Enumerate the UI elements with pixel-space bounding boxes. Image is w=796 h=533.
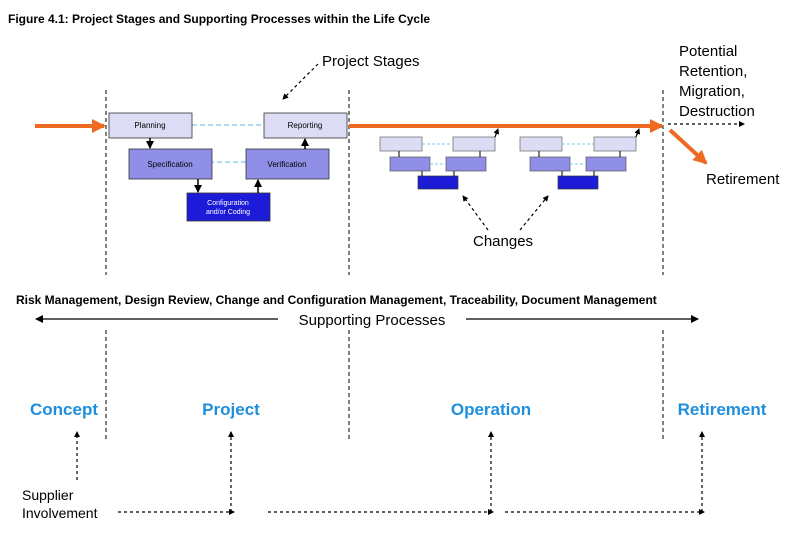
supplier-label-1: Supplier: [22, 487, 74, 503]
verification-box: [245, 148, 330, 180]
reporting-box: [263, 112, 348, 139]
changes-pointer-1: [462, 195, 489, 231]
change2-box-mr: [585, 156, 627, 172]
change1-box-tr: [452, 136, 496, 152]
config-coding-label-1: Configuration: [207, 200, 249, 207]
project-stage-boxes: Planning Reporting Specification Verific…: [108, 112, 348, 222]
supplier-involvement-arrows: [74, 431, 705, 515]
planning-label: Planning: [134, 121, 165, 130]
change1-box-bottom: [417, 175, 459, 190]
config-coding-label-2: and/or Coding: [206, 209, 250, 216]
supplier-label-2: Involvement: [22, 505, 98, 521]
retention-label-1: Potential: [679, 43, 737, 60]
project-stages-pointer: [282, 63, 319, 100]
lifecycle-arrow-retirement: [668, 128, 708, 165]
phase-operation: Operation: [451, 400, 531, 419]
phase-project: Project: [202, 400, 260, 419]
change-cycle-2: [519, 128, 641, 190]
specification-box: [128, 148, 213, 180]
change-cycle-1: [379, 128, 500, 190]
change2-box-tl: [519, 136, 563, 152]
verification-label: Verification: [267, 160, 306, 169]
change2-box-tr: [593, 136, 637, 152]
phase-concept: Concept: [30, 400, 98, 419]
retirement-path-label: Retirement: [706, 171, 780, 188]
specification-label: Specification: [147, 160, 192, 169]
retention-label-3: Migration,: [679, 83, 745, 100]
change2-box-ml: [529, 156, 571, 172]
changes-pointer-2: [519, 195, 549, 231]
change1-box-ml: [389, 156, 431, 172]
change2-box-bottom: [557, 175, 599, 190]
config-coding-box: [186, 192, 271, 222]
figure-title: Figure 4.1: Project Stages and Supportin…: [8, 12, 430, 26]
retention-label-4: Destruction: [679, 103, 755, 120]
supporting-processes-label: Supporting Processes: [299, 312, 446, 329]
retention-label-2: Retention,: [679, 63, 747, 80]
changes-label: Changes: [473, 233, 533, 250]
change1-box-mr: [445, 156, 487, 172]
phase-retirement: Retirement: [678, 400, 767, 419]
project-stages-label: Project Stages: [322, 53, 420, 70]
change1-box-tl: [379, 136, 423, 152]
processes-list: Risk Management, Design Review, Change a…: [16, 293, 657, 307]
reporting-label: Reporting: [288, 121, 323, 130]
lifecycle-flow: [35, 119, 745, 165]
